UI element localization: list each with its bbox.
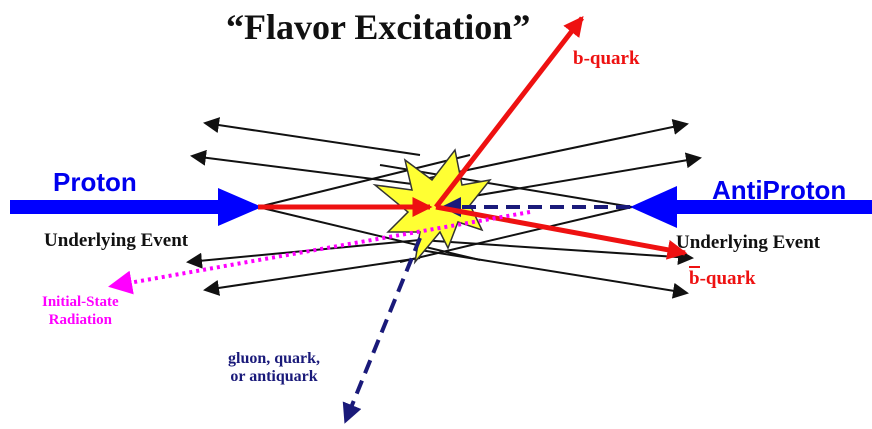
gluon-label-line1: gluon, quark, (228, 350, 320, 368)
outgoing-gluon-arrow (346, 238, 420, 420)
b-quark-label: b-quark (573, 48, 640, 70)
underlying-event-label-left: Underlying Event (44, 230, 188, 252)
isr-label-line2: Radiation (42, 311, 119, 329)
bbar-symbol: b (689, 266, 700, 289)
underlying-event-label-right: Underlying Event (676, 232, 820, 254)
gluon-label: gluon, quark, or antiquark (228, 350, 320, 386)
underlying-track (420, 250, 687, 293)
underlying-track (192, 156, 420, 185)
bbar-suffix: -quark (700, 268, 756, 289)
bbar-quark-label: b-quark (689, 268, 756, 290)
underlying-track (188, 240, 420, 262)
underlying-track (205, 123, 420, 155)
antiproton-label: AntiProton (712, 175, 846, 206)
isr-label-line1: Initial-State (42, 293, 119, 311)
gluon-label-line2: or antiquark (228, 368, 320, 386)
isr-label: Initial-State Radiation (42, 293, 119, 329)
diagram-title: “Flavor Excitation” (226, 6, 530, 48)
proton-label: Proton (53, 167, 137, 198)
underlying-track (205, 258, 420, 290)
